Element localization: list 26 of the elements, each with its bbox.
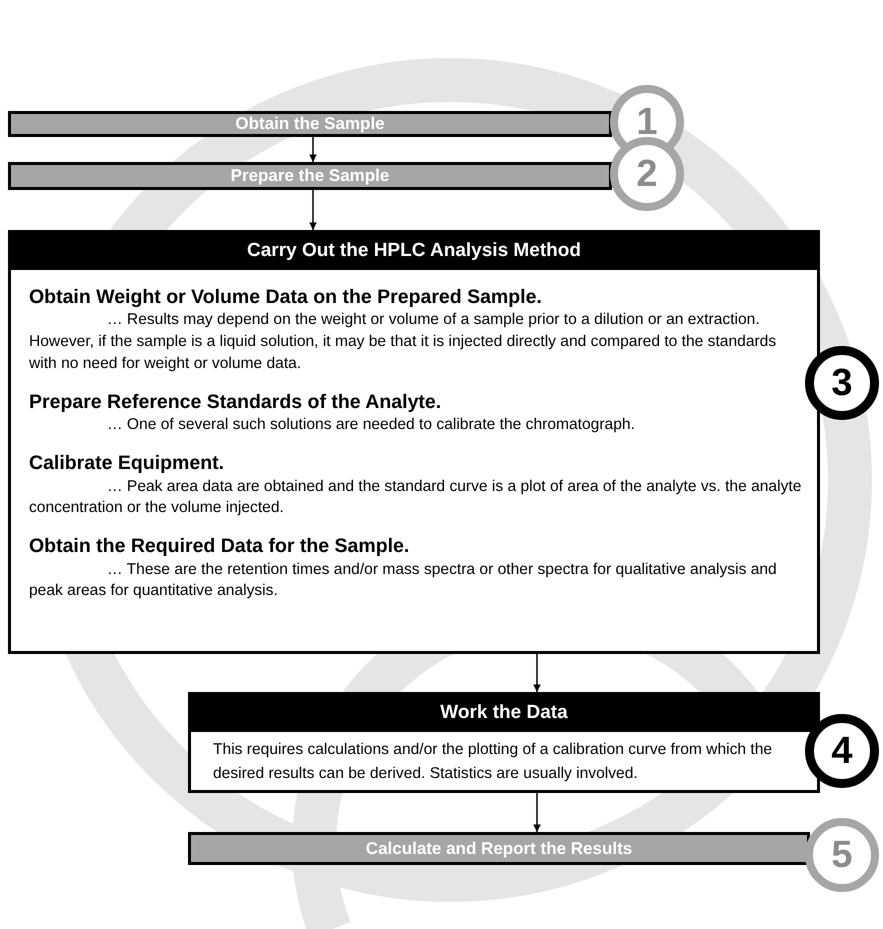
substep-description: … These are the retention times and/or mass spectra or other spectra for qualitative analysis and peak areas for quantitative analysis. bbox=[29, 560, 778, 602]
step-title: Obtain the Sample bbox=[235, 114, 385, 134]
step-bar bbox=[188, 832, 810, 865]
step-title: Calculate and Report the Results bbox=[366, 838, 632, 858]
substep-description: … Results may depend on the weight or volume of a sample prior to a dilution or an extraction. However, if the sample is a liquid solution, it may be that it is injected directly and compared to the standards with no need for weight or volume data. bbox=[29, 310, 778, 374]
substep-heading: Obtain Weight or Volume Data on the Prepared Sample. bbox=[29, 286, 543, 308]
step-bar bbox=[8, 111, 612, 137]
substep-heading: Obtain the Required Data for the Sample. bbox=[29, 535, 410, 558]
substep-heading: Prepare Reference Standards of the Analyte. bbox=[29, 390, 442, 414]
step-number-badge: 2 bbox=[610, 137, 684, 211]
step-bar bbox=[8, 162, 612, 190]
step-title: Prepare the Sample bbox=[230, 166, 390, 186]
step-number-badge: 5 bbox=[805, 818, 879, 892]
arrow bbox=[533, 793, 541, 832]
substep-heading: Calibrate Equipment. bbox=[29, 452, 226, 475]
panel-header: Work the Data bbox=[191, 695, 817, 732]
arrow bbox=[309, 137, 317, 162]
substep-description: … Peak area data are obtained and the standard curve is a plot of area of the analyte vs. the analyte concentration or the volume injected. bbox=[29, 476, 802, 518]
step-description: This requires calculations and/or the plotting of a calibration curve from which the desired results can be derived. Statistics are usually involved. bbox=[213, 740, 774, 784]
substep-description: … One of several such solutions are needed to calibrate the chromatograph. bbox=[106, 415, 636, 436]
panel-header: Carry Out the HPLC Analysis Method bbox=[11, 233, 817, 270]
arrow bbox=[309, 190, 317, 230]
step-panel bbox=[188, 692, 820, 793]
step-number-badge: 4 bbox=[805, 714, 879, 788]
step-panel bbox=[8, 230, 820, 654]
arrow bbox=[533, 654, 541, 692]
